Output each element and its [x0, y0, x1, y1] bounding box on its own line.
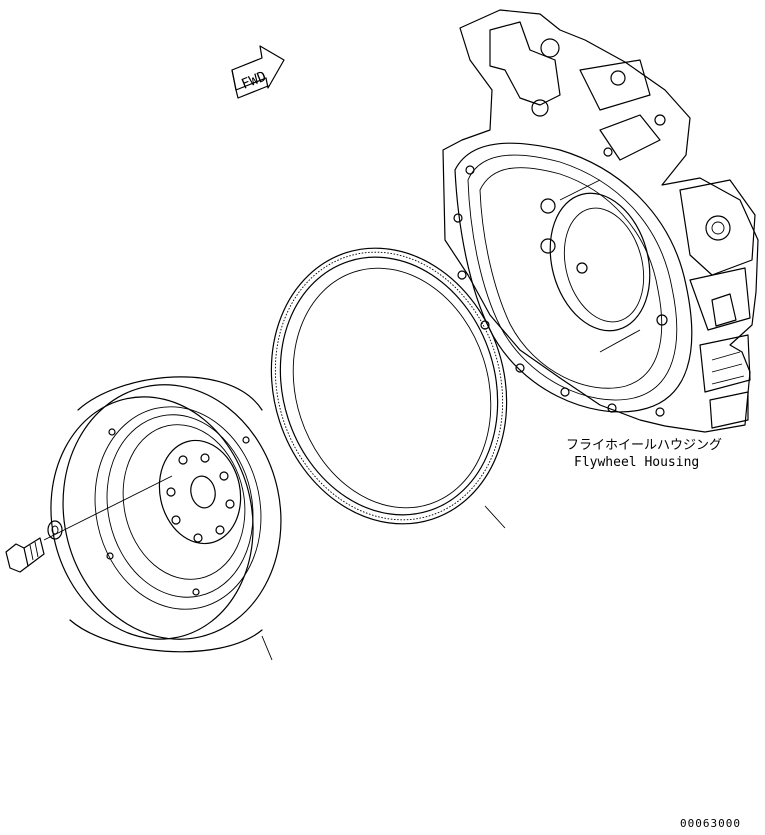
housing-label-en: Flywheel Housing: [574, 455, 699, 470]
center-axis-line: [43, 475, 173, 541]
fwd-arrow-icon: FWD: [231, 45, 285, 99]
flywheel: [50, 376, 282, 661]
ring-gear-leader-line: [484, 505, 506, 529]
drawing-number: 00063000: [680, 817, 741, 830]
washer: [47, 520, 63, 540]
ring-gear: [270, 247, 508, 529]
flywheel-housing: [442, 9, 759, 433]
housing-label-jp: フライホイールハウジング: [566, 438, 722, 453]
bolt: [5, 537, 45, 573]
flywheel-leader-line: [261, 635, 273, 661]
